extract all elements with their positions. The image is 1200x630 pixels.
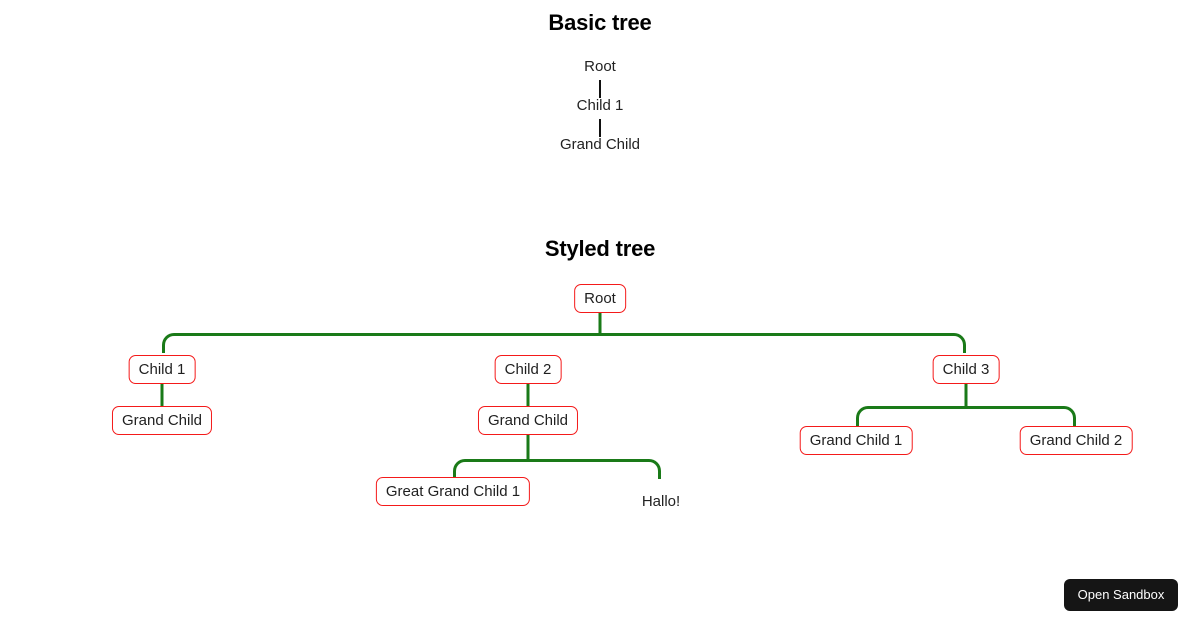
- basic-node-child1: Child 1: [576, 97, 624, 114]
- open-sandbox-button[interactable]: Open Sandbox: [1064, 579, 1178, 611]
- styled-node-hallo-note: Hallo!: [641, 493, 681, 510]
- styled-node-child1[interactable]: Child 1: [128, 355, 196, 384]
- styled-bus-child3-grandchildren: [856, 406, 1076, 426]
- styled-node-root[interactable]: Root: [574, 284, 626, 313]
- styled-node-child2[interactable]: Child 2: [494, 355, 562, 384]
- styled-connector-child3-bus: [964, 384, 968, 408]
- basic-connector-root-child1: [599, 80, 601, 98]
- styled-bus-root-children: [162, 333, 966, 353]
- styled-tree-heading: Styled tree: [544, 236, 656, 261]
- basic-node-root: Root: [584, 58, 616, 75]
- styled-connector-root-bus: [598, 313, 602, 335]
- styled-node-child3[interactable]: Child 3: [932, 355, 1000, 384]
- styled-node-child1-grandchild[interactable]: Grand Child: [111, 406, 213, 435]
- basic-node-grandchild: Grand Child: [559, 136, 641, 153]
- styled-node-great-grand-child-1[interactable]: Great Grand Child 1: [375, 477, 531, 506]
- styled-node-child3-grandchild-2[interactable]: Grand Child 2: [1019, 426, 1133, 455]
- styled-bus-child2-grandchildren: [453, 459, 661, 479]
- styled-connector-child1-grandchild: [160, 384, 164, 406]
- styled-connector-child2-grandchild: [526, 384, 530, 406]
- styled-node-child2-grandchild[interactable]: Grand Child: [477, 406, 579, 435]
- basic-connector-child1-grandchild: [599, 119, 601, 137]
- basic-tree-heading: Basic tree: [548, 10, 652, 35]
- styled-connector-grandchild-bus: [526, 435, 530, 461]
- styled-node-child3-grandchild-1[interactable]: Grand Child 1: [799, 426, 913, 455]
